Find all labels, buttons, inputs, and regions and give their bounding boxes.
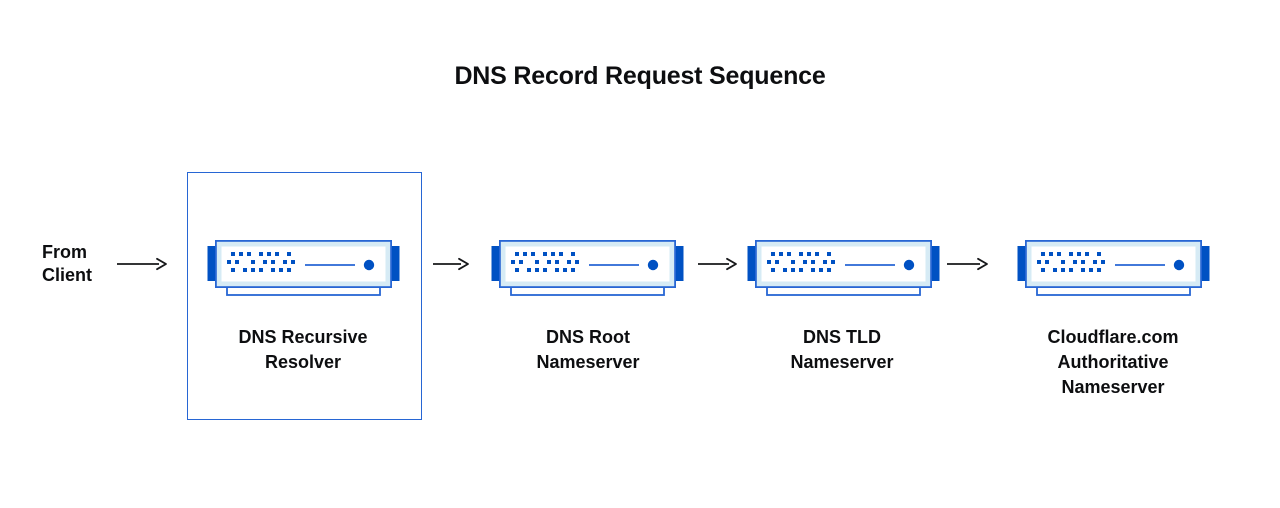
- server-vent-dots: [227, 252, 295, 272]
- server-faceplate: [761, 246, 926, 282]
- server-indicator-light: [647, 259, 659, 271]
- node-cloudflare-authoritative-nameserver: [1017, 240, 1210, 297]
- node-dns-recursive-resolver: [207, 240, 400, 297]
- recursive-resolver-highlight-box: [187, 172, 422, 420]
- diagram-title: DNS Record Request Sequence: [454, 62, 826, 90]
- server-indicator-light: [1173, 259, 1185, 271]
- node-dns-tld-nameserver: [747, 240, 940, 297]
- arrow-client-to-resolver-icon: [117, 257, 167, 271]
- node-dns-root-nameserver: [491, 240, 684, 297]
- server-vent-dots: [1037, 252, 1105, 272]
- server-faceplate: [1031, 246, 1196, 282]
- server-icon: [491, 240, 684, 296]
- server-faceplate: [221, 246, 386, 282]
- server-vent-dots: [767, 252, 835, 272]
- arrow-root-to-tld-icon: [698, 257, 737, 271]
- node-label-dns-recursive-resolver: DNS Recursive Resolver: [238, 327, 368, 372]
- node-label-dns-tld-nameserver: DNS TLD Nameserver: [790, 327, 894, 372]
- arrow-resolver-to-root-icon: [433, 257, 469, 271]
- server-indicator-light: [903, 259, 915, 271]
- server-icon: [207, 240, 400, 296]
- server-indicator-light: [363, 259, 375, 271]
- server-icon: [1017, 240, 1210, 296]
- server-faceplate: [505, 246, 670, 282]
- node-label-dns-root-nameserver: DNS Root Nameserver: [536, 327, 640, 372]
- server-vent-dots: [511, 252, 579, 272]
- arrow-tld-to-authoritative-icon: [947, 257, 988, 271]
- from-client-label: From Client: [42, 242, 93, 285]
- server-icon: [747, 240, 940, 296]
- node-label-cloudflare-authoritative-nameserver: Cloudflare.com Authoritative Nameserver: [1047, 327, 1179, 397]
